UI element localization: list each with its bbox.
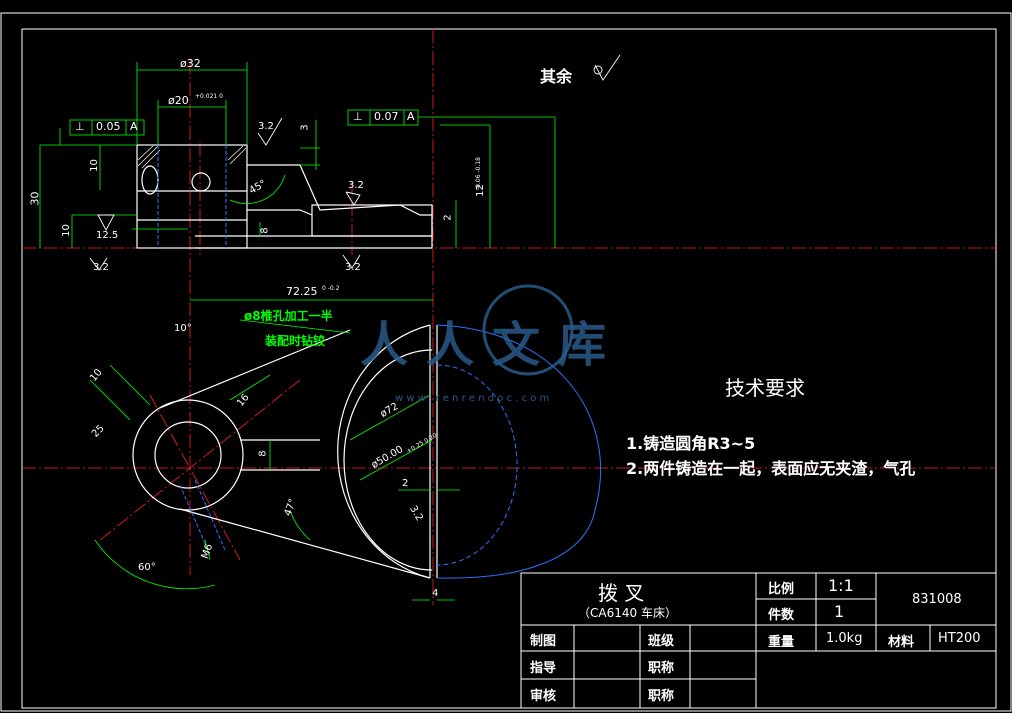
- large-boss-outer: [337, 324, 431, 579]
- center-lines: [22, 29, 996, 605]
- dim-8-plan: 8: [257, 450, 269, 457]
- dim-4: 4: [432, 588, 439, 599]
- front-hatch: [137, 145, 247, 169]
- gdt-right-symbol: ⊥: [353, 110, 363, 123]
- weight-value: 1.0kg: [826, 631, 863, 646]
- dim-dia-20: ø20: [168, 94, 189, 107]
- dim-30: 30: [28, 191, 42, 206]
- machine-name: （CA6140 车床）: [578, 606, 677, 620]
- inner-border: [21, 28, 997, 709]
- tech-requirement-1: 1.铸造圆角R3~5: [626, 434, 756, 453]
- rough-3-2-a: 3.2: [258, 121, 274, 132]
- plan-dims: [89, 299, 460, 601]
- drawn-label: 制图: [530, 634, 557, 649]
- qty-value: 1: [834, 602, 845, 621]
- boss-body: [136, 144, 248, 249]
- rough-12-5: 12.5: [96, 230, 119, 241]
- gdt-left-symbol: ⊥: [75, 120, 85, 133]
- review-label: 审核: [530, 689, 557, 704]
- qty-label: 件数: [768, 608, 795, 623]
- title-label-1: 职称: [648, 661, 675, 676]
- angle-10: 10°: [174, 323, 192, 334]
- part-name: 拨 叉: [598, 581, 645, 605]
- gdt-left-value: 0.05: [96, 120, 121, 133]
- surface-finish-note: 其余: [540, 67, 573, 86]
- outer-border: [0, 12, 1012, 712]
- dim-12-tol: -0.06 -0.18: [474, 157, 482, 190]
- rough-3-2-b: 3.2: [348, 180, 364, 191]
- small-boss-outer: [132, 399, 244, 511]
- gdt-right-datum: A: [407, 110, 415, 123]
- hole-note-line2: 装配时钻铰: [265, 334, 326, 348]
- material-value: HT200: [938, 631, 981, 646]
- tech-requirements-title: 技术要求: [725, 376, 805, 400]
- tech-requirement-2: 2.两件铸造在一起，表面应无夹渣，气孔: [626, 459, 916, 478]
- dim-dia-32: ø32: [180, 57, 201, 70]
- dim-72-25: 72.25: [286, 285, 318, 298]
- scale-value: 1:1: [828, 576, 854, 595]
- guide-label: 指导: [530, 661, 557, 676]
- large-boss-inner: [343, 349, 433, 571]
- angle-60: 60°: [138, 562, 156, 573]
- dim-72-25-tol: 0 -0.2: [322, 285, 340, 292]
- drawing-number: 831008: [912, 592, 962, 607]
- roughness-symbols: [89, 54, 621, 271]
- title-label-2: 职称: [648, 689, 675, 704]
- dim-10-upper: 10: [88, 159, 100, 172]
- front-view: [136, 144, 433, 249]
- dim-dia-20-tol: +0.021 0: [195, 93, 223, 100]
- scale-label: 比例: [768, 582, 795, 597]
- dim-2-plan: 2: [402, 478, 409, 489]
- plan-view: [132, 324, 438, 579]
- rough-3-2-c: 3.2: [93, 262, 109, 273]
- watermark: [482, 284, 574, 376]
- small-boss-inner: [154, 421, 222, 489]
- plan-hidden: [179, 324, 602, 579]
- pin-hole-front: [191, 172, 211, 192]
- dim-10-lower: 10: [60, 224, 72, 237]
- class-label: 班级: [648, 634, 675, 649]
- rough-3-2-d: 3.2: [345, 262, 361, 273]
- watermark-text: 人人文库: [360, 317, 625, 373]
- front-hidden: [157, 145, 227, 248]
- gdt-left-datum: A: [130, 120, 138, 133]
- title-block-grid: [520, 572, 997, 709]
- hole-note-line1: ø8椎孔加工一半: [244, 309, 333, 323]
- material-label: 材料: [888, 635, 915, 650]
- watermark-url: w w w . r e n r e n d o c . c o m: [395, 393, 550, 404]
- dim-8-side: 8: [259, 227, 271, 234]
- gdt-right-value: 0.07: [374, 110, 399, 123]
- dim-3: 3: [299, 124, 311, 131]
- dim-2-side: 2: [442, 214, 454, 221]
- front-dims: [39, 62, 556, 248]
- weight-label: 重量: [768, 635, 795, 650]
